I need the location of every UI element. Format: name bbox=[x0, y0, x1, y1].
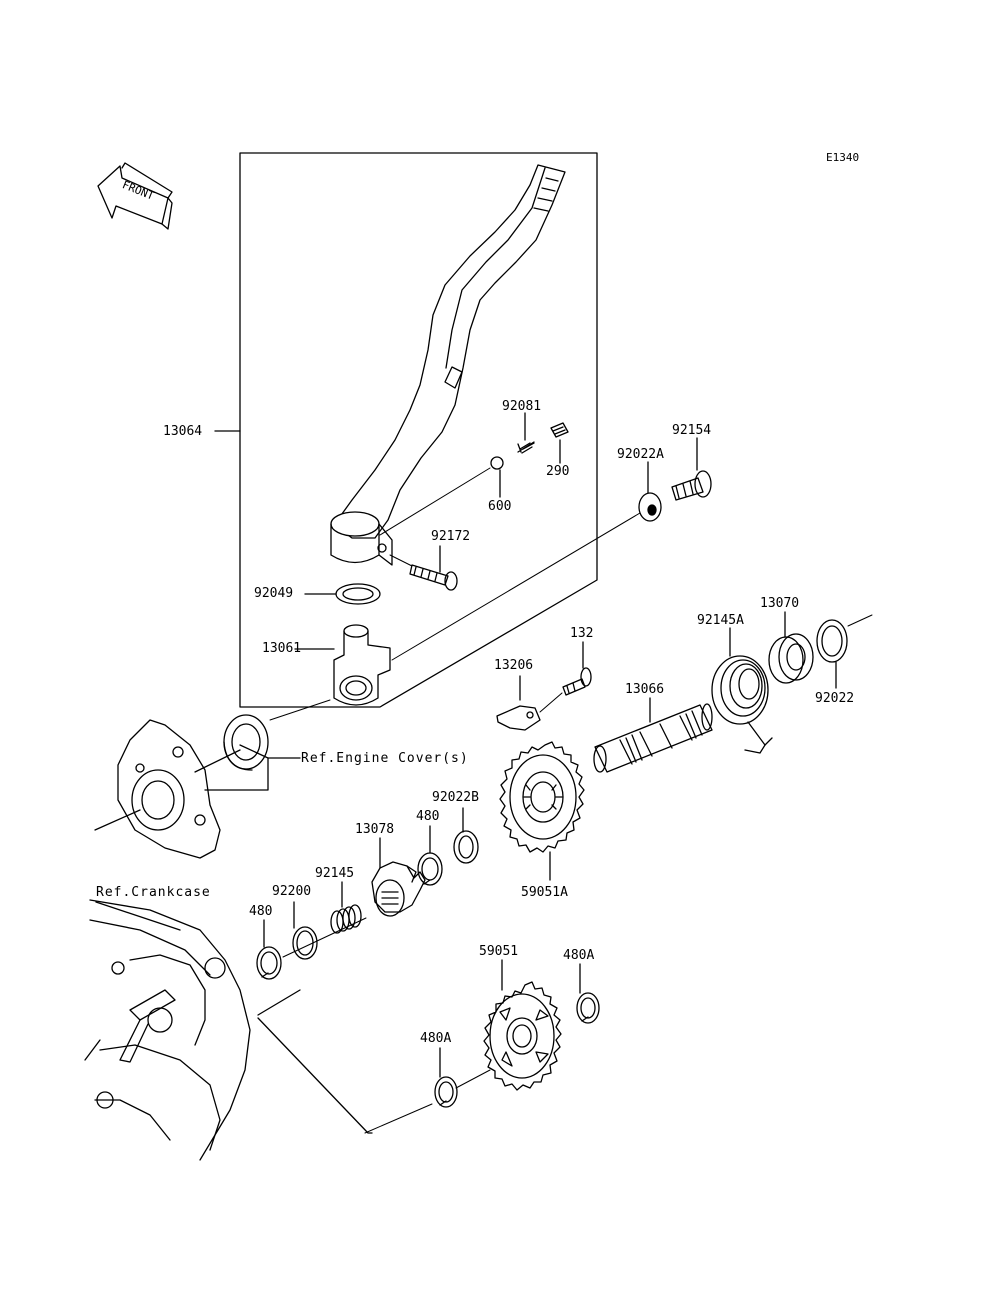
detent-pin bbox=[550, 422, 569, 438]
holder-13061 bbox=[333, 624, 391, 706]
part-label-480-lower[interactable]: 480 bbox=[249, 904, 273, 919]
kick-shaft-13066 bbox=[593, 703, 713, 773]
washer-92022 bbox=[816, 619, 848, 663]
circlip-480-lower bbox=[256, 946, 282, 980]
gear-59051 bbox=[483, 981, 562, 1091]
spring-92145A bbox=[711, 655, 773, 754]
ball-axis bbox=[379, 467, 491, 536]
part-label-13061[interactable]: 13061 bbox=[262, 641, 302, 656]
part-label-13066[interactable]: 13066 bbox=[625, 682, 665, 697]
part-label-600[interactable]: 600 bbox=[488, 499, 512, 514]
part-label-13206[interactable]: 13206 bbox=[494, 658, 534, 673]
front-arrow-icon bbox=[97, 162, 173, 230]
shaft-axis-right bbox=[847, 614, 873, 627]
part-label-132[interactable]: 132 bbox=[570, 626, 594, 641]
bolt-92154 bbox=[671, 470, 712, 501]
part-label-92145[interactable]: 92145 bbox=[315, 866, 355, 881]
detent-spring bbox=[517, 441, 535, 454]
part-label-59051A[interactable]: 59051A bbox=[521, 885, 568, 900]
assembly-link-line bbox=[257, 1017, 373, 1134]
bolt-axis bbox=[389, 554, 413, 567]
part-label-92022[interactable]: 92022 bbox=[815, 691, 855, 706]
part-label-13070[interactable]: 13070 bbox=[760, 596, 800, 611]
part-label-480A-left[interactable]: 480A bbox=[420, 1031, 452, 1046]
leader-crankcase bbox=[95, 901, 181, 931]
diagram-code: E1340 bbox=[826, 151, 860, 164]
bolt-132 bbox=[562, 667, 592, 696]
part-label-92022A[interactable]: 92022A bbox=[617, 447, 664, 462]
shaft-axis-lower bbox=[282, 917, 367, 958]
seal-92049 bbox=[335, 583, 381, 605]
part-label-92022B[interactable]: 92022B bbox=[432, 790, 479, 805]
circlip-480A-left bbox=[434, 1076, 458, 1108]
part-label-290[interactable]: 290 bbox=[546, 464, 570, 479]
part-label-480A-right[interactable]: 480A bbox=[563, 948, 595, 963]
washer-92022B bbox=[453, 830, 479, 864]
ref-crankcase[interactable]: Ref.Crankcase bbox=[96, 885, 211, 900]
guide-13206 bbox=[496, 705, 541, 731]
part-label-13078[interactable]: 13078 bbox=[355, 822, 395, 837]
part-label-92200[interactable]: 92200 bbox=[272, 884, 312, 899]
collar-13070 bbox=[768, 633, 814, 684]
crankcase-casting bbox=[84, 899, 301, 1161]
idle-shaft-axis bbox=[364, 1103, 433, 1134]
washer-92022A bbox=[638, 492, 662, 522]
ratchet-13078 bbox=[371, 861, 426, 917]
part-label-92081[interactable]: 92081 bbox=[502, 399, 542, 414]
spring-92145 bbox=[330, 904, 362, 934]
part-label-92145A[interactable]: 92145A bbox=[697, 613, 744, 628]
detent-ball bbox=[490, 456, 504, 470]
part-label-92049[interactable]: 92049 bbox=[254, 586, 294, 601]
part-label-480-upper[interactable]: 480 bbox=[416, 809, 440, 824]
circlip-480-upper bbox=[417, 852, 443, 886]
leader-engine-cover bbox=[204, 744, 269, 791]
assembly-bracket bbox=[239, 152, 598, 708]
circlip-480A-right bbox=[576, 992, 600, 1024]
gear-59051A bbox=[499, 741, 585, 853]
bolt-axis-long bbox=[391, 512, 641, 661]
engine-cover-casting bbox=[94, 719, 241, 859]
cover-axis bbox=[269, 699, 331, 721]
part-label-59051[interactable]: 59051 bbox=[479, 944, 519, 959]
oil-seal bbox=[223, 714, 269, 771]
part-label-92154[interactable]: 92154 bbox=[672, 423, 712, 438]
bolt-132-axis bbox=[539, 692, 563, 713]
part-label-92172[interactable]: 92172 bbox=[431, 529, 471, 544]
part-label-13064[interactable]: 13064 bbox=[163, 424, 203, 439]
ref-engine-cover[interactable]: Ref.Engine Cover(s) bbox=[301, 751, 469, 766]
bolt-92172 bbox=[409, 564, 458, 591]
kick-lever-arm bbox=[330, 164, 566, 566]
